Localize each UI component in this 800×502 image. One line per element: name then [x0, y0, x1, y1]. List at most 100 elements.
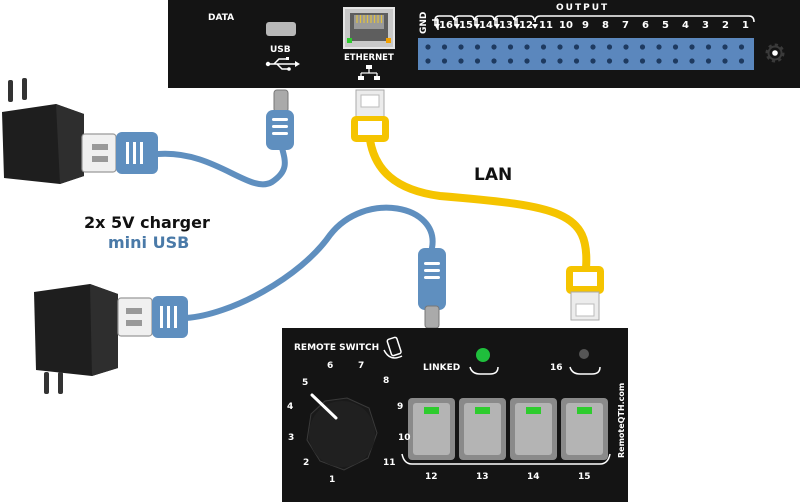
terminal-hole [606, 44, 613, 50]
output-number: 4 [682, 20, 689, 31]
lan-cable [366, 136, 591, 272]
usb-port-icon [266, 22, 296, 36]
output-channel-brackets [432, 15, 755, 30]
terminal-hole [474, 58, 481, 64]
output-arrowhead [532, 24, 538, 29]
terminal-hole [425, 58, 431, 64]
ethernet-plug-bottom [566, 266, 604, 321]
output-arrowhead [494, 24, 500, 29]
terminal-holes [425, 44, 745, 64]
channel-button-13[interactable] [459, 398, 506, 460]
brand-label: RemoteQTH.com [617, 382, 626, 458]
dial-position-label: 9 [397, 402, 404, 412]
channel-button-12[interactable] [408, 398, 455, 460]
gnd-label: GND [419, 11, 429, 34]
output-arrowhead [474, 24, 480, 29]
output-number: 2 [722, 20, 729, 31]
network-symbol-icon [358, 65, 380, 80]
terminal-hole [507, 58, 514, 64]
terminal-hole [573, 44, 580, 50]
dial-position-label: 11 [383, 458, 396, 468]
terminal-hole [590, 44, 596, 50]
dial-position-label: 1 [329, 475, 336, 485]
gnd-bracket [432, 19, 439, 30]
terminal-hole [623, 44, 629, 50]
terminal-hole [606, 58, 613, 64]
channel-indicator [475, 407, 490, 414]
buttons-bracket [401, 453, 611, 465]
dial-position-label: 6 [327, 361, 334, 371]
remote-switch-title: REMOTE SWITCH [294, 343, 380, 353]
handheld-remote-icon [383, 336, 403, 359]
terminal-hole [474, 44, 481, 50]
terminal-hole [722, 58, 728, 64]
terminal-hole [689, 58, 695, 64]
output-label: OUTPUT [556, 3, 610, 13]
channel-button-14[interactable] [510, 398, 557, 460]
terminal-hole [573, 58, 580, 64]
lan-label: LAN [474, 165, 513, 185]
output-number: 8 [602, 20, 609, 31]
mini-usb-plug-bottom [418, 248, 446, 329]
usb-cable-bottom [183, 204, 436, 321]
channel-button-label: 12 [425, 472, 438, 482]
dial-position-label: 7 [358, 361, 365, 371]
dial-position-label: 4 [287, 402, 294, 412]
usb-symbol-icon [265, 57, 300, 71]
output-bracket-long [534, 15, 755, 23]
dial-position-label: 5 [302, 378, 309, 388]
terminal-hole [557, 58, 563, 64]
output-number: 6 [642, 20, 649, 31]
output-bracket [454, 15, 475, 21]
dial-position-label: 10 [398, 433, 411, 443]
terminal-hole [722, 44, 728, 50]
charger-top [2, 78, 158, 184]
channel-indicator [526, 407, 541, 414]
terminal-hole [441, 44, 448, 50]
terminal-hole [689, 44, 695, 50]
output-number: 11 [539, 20, 553, 31]
terminal-hole [441, 58, 448, 64]
terminal-hole [672, 44, 679, 50]
terminal-hole [672, 58, 679, 64]
dial-position-label: 3 [288, 433, 295, 443]
output-number: 16 [439, 20, 453, 31]
usb-label: USB [270, 45, 291, 55]
output-number: 9 [582, 20, 589, 31]
charger-title: 2x 5V charger [84, 213, 210, 232]
terminal-hole [705, 44, 712, 50]
led-16 [579, 349, 589, 359]
output-arrowhead [454, 24, 460, 29]
terminal-hole [738, 44, 745, 50]
channel-button-label: 15 [578, 472, 591, 482]
led-16-label: 16 [550, 363, 563, 373]
channel-button-label: 13 [476, 472, 489, 482]
terminal-strip [418, 38, 754, 70]
terminal-hole [656, 58, 662, 64]
dial-pointer [310, 393, 338, 420]
terminal-hole [639, 58, 646, 64]
terminal-hole [524, 44, 530, 50]
channel-button-label: 14 [527, 472, 540, 482]
terminal-hole [507, 44, 514, 50]
output-bracket [474, 15, 495, 21]
terminal-hole [540, 58, 547, 64]
terminal-hole [557, 44, 563, 50]
channel-button-15[interactable] [561, 398, 608, 460]
terminal-hole [590, 58, 596, 64]
led-16-bracket [569, 366, 601, 375]
terminal-hole [623, 58, 629, 64]
output-number: 3 [702, 20, 709, 31]
terminal-hole [738, 58, 745, 64]
output-number: 12 [519, 20, 533, 31]
terminal-hole [458, 58, 464, 64]
output-number: 13 [499, 20, 513, 31]
rotary-dial[interactable] [306, 397, 378, 471]
terminal-hole [491, 44, 497, 50]
charger-subtitle: mini USB [108, 233, 190, 252]
terminal-hole [705, 58, 712, 64]
terminal-hole [639, 44, 646, 50]
terminal-hole [458, 44, 464, 50]
output-bracket [434, 15, 455, 21]
